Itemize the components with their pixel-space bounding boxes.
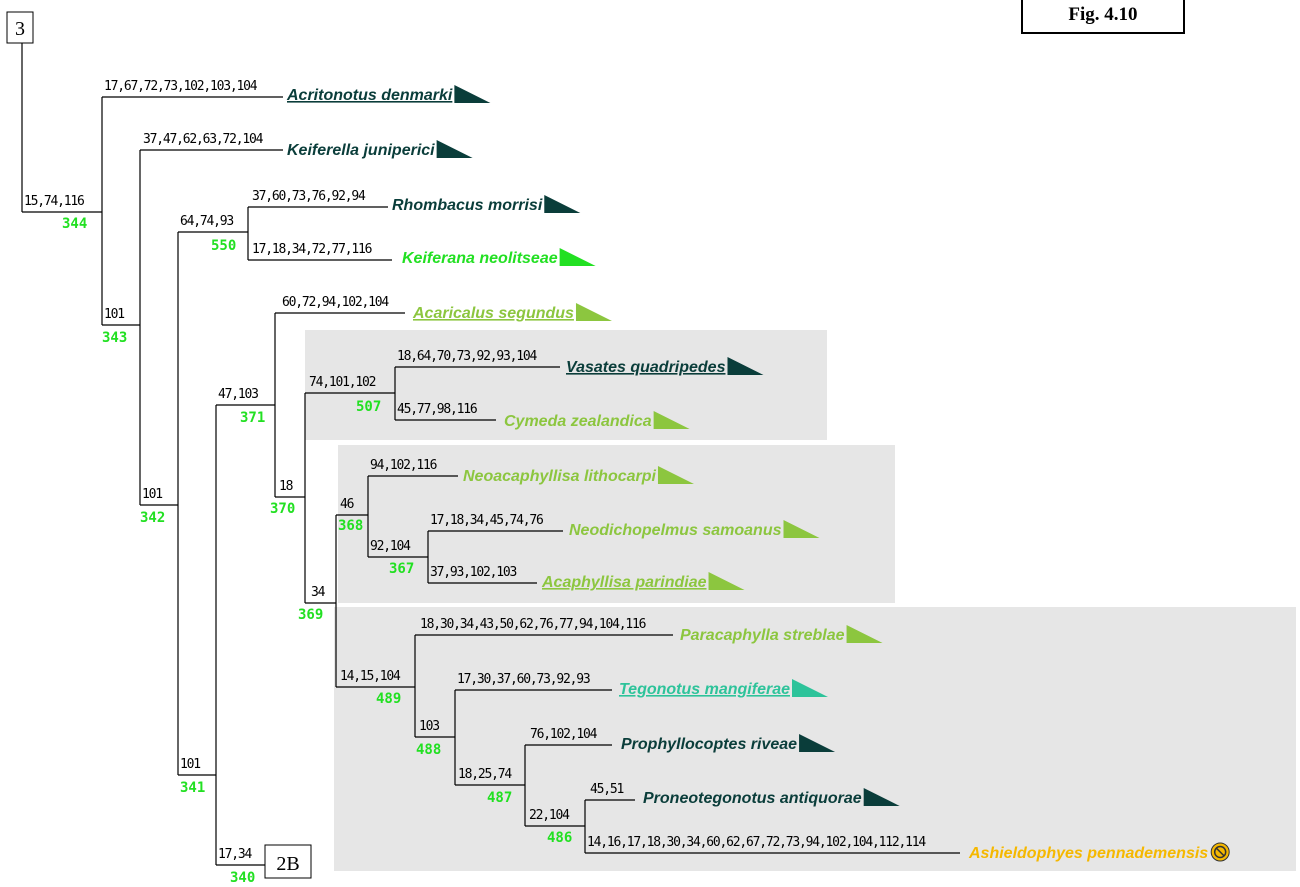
shade-box-vasates-cymeda <box>305 330 827 440</box>
taxon-name-2: Keiferella juniperici <box>287 142 435 159</box>
node-number-n489: 489 <box>376 691 401 707</box>
character-label-n343: 101 <box>104 307 124 322</box>
character-label-n487: 18,25,74 <box>458 767 512 782</box>
character-label-n507: 74,101,102 <box>309 375 376 390</box>
taxon-name-9: Neodichopelmus samoanus <box>569 522 782 539</box>
node-number-n488: 488 <box>416 742 441 758</box>
character-label-n369: 34 <box>311 585 326 600</box>
character-label-acaphyllisa: 37,93,102,103 <box>430 565 517 580</box>
node-number-n368: 368 <box>338 518 363 534</box>
character-label-n489: 14,15,104 <box>340 669 401 684</box>
character-label-acaricalus: 60,72,94,102,104 <box>282 295 389 310</box>
character-label-n344: 15,74,116 <box>24 194 84 209</box>
node-number-n343: 343 <box>102 330 127 346</box>
node-number-n342: 342 <box>140 510 165 526</box>
character-label-paracaphylla: 18,30,34,43,50,62,76,77,94,104,116 <box>420 617 646 632</box>
taxon-name-6: Vasates quadripedes <box>566 359 726 376</box>
character-label-n371: 47,103 <box>218 387 258 402</box>
taxon-name-15: Ashieldophyes pennademensis <box>968 845 1208 862</box>
character-label-keiferana: 17,18,34,72,77,116 <box>252 242 372 257</box>
taxon-name-14: Proneotegonotus antiquorae <box>643 790 862 807</box>
taxon-name-5: Acaricalus segundus <box>412 305 574 322</box>
node-number-n370: 370 <box>270 501 295 517</box>
taxon-name-10: Acaphyllisa parindiae <box>541 574 707 591</box>
tree-label-text: 3 <box>15 18 25 40</box>
outgroup-label: 2B <box>264 844 312 879</box>
character-label-n550: 64,74,93 <box>180 214 233 229</box>
character-label-n370: 18 <box>279 479 293 494</box>
taxon-name-11: Paracaphylla streblae <box>680 627 845 644</box>
taxon-marker-triangle-6 <box>727 357 764 375</box>
figure-label-box <box>1021 0 1185 34</box>
taxon-marker-triangle-8 <box>657 466 694 484</box>
taxon-name-7: Cymeda zealandica <box>504 413 652 430</box>
character-label-tegonotus: 17,30,37,60,73,92,93 <box>457 672 590 687</box>
taxon-name-13: Prophyllocoptes riveae <box>621 736 797 753</box>
no-symbol-icon <box>1210 842 1230 862</box>
taxon-name-12: Tegonotus mangiferae <box>619 681 790 698</box>
taxon-name-8: Neoacaphyllisa lithocarpi <box>463 468 657 485</box>
taxon-marker-triangle-14 <box>863 788 900 806</box>
character-label-acritonotus: 17,67,72,73,102,103,104 <box>104 79 258 94</box>
node-number-n550: 550 <box>211 238 236 254</box>
character-label-n342: 101 <box>142 487 162 502</box>
character-label-n488: 103 <box>419 719 439 734</box>
shade-box-paracaphylla-clade <box>334 607 1296 871</box>
taxon-marker-triangle-11 <box>846 625 883 643</box>
tree-branches <box>21 43 960 866</box>
node-number-n487: 487 <box>487 790 512 806</box>
taxon-marker-triangle-4 <box>559 248 596 266</box>
character-label-proneotegonotus: 45,51 <box>590 782 624 797</box>
node-number-n486: 486 <box>547 830 572 846</box>
taxon-marker-triangle-3 <box>544 195 581 213</box>
character-label-ashieldophyes: 14,16,17,18,30,34,60,62,67,72,73,94,102,… <box>587 835 926 850</box>
taxon-marker-triangle-1 <box>454 85 491 103</box>
taxon-marker-triangle-7 <box>653 411 690 429</box>
clade-shading <box>305 330 1296 871</box>
taxon-marker-triangle-10 <box>708 572 745 590</box>
taxon-marker-triangle-13 <box>799 734 836 752</box>
node-number-n367: 367 <box>389 561 414 577</box>
node-number-n371: 371 <box>240 410 265 426</box>
node-number-n344: 344 <box>62 216 87 232</box>
node-numbers: 344 343 342 550 341 371 340 370 507 369 368 367 489 4… <box>62 216 572 886</box>
node-number-n507: 507 <box>356 399 381 415</box>
figure-label-text: Fig. 4.10 <box>1068 4 1137 25</box>
character-label-cymeda: 45,77,98,116 <box>397 402 477 417</box>
shade-box-neoacaphyllisa-clade <box>338 445 895 603</box>
character-label-n486: 22,104 <box>529 808 570 823</box>
tree-label: 3 <box>6 11 34 44</box>
character-label-n341: 101 <box>180 757 200 772</box>
taxon-name-4: Keiferana neolitseae <box>402 250 558 267</box>
outgroup-label-text: 2B <box>276 853 299 875</box>
outgroup-label-box <box>264 844 312 879</box>
character-label-vasates: 18,64,70,73,92,93,104 <box>397 349 538 364</box>
node-number-n341: 341 <box>180 780 205 796</box>
node-number-n369: 369 <box>298 607 323 623</box>
character-label-n367: 92,104 <box>370 539 411 554</box>
character-label-n368: 46 <box>340 497 354 512</box>
character-label-rhombacus: 37,60,73,76,92,94 <box>252 189 366 204</box>
node-number-n340: 340 <box>230 870 255 886</box>
taxon-marker-triangle-5 <box>575 303 612 321</box>
taxon-marker-triangle-9 <box>783 520 820 538</box>
taxon-name-1: Acritonotus denmarki <box>286 87 453 104</box>
character-labels: 15,74,116 17,67,72,73,102,103,104 101 37,47… <box>24 79 928 862</box>
character-label-n340: 17,34 <box>218 847 253 862</box>
taxon-marker-triangle-12 <box>791 679 828 697</box>
taxon-name-3: Rhombacus morrisi <box>392 197 543 214</box>
character-label-neoacaphyllisa: 94,102,116 <box>370 458 437 473</box>
character-label-prophyllocoptes: 76,102,104 <box>530 727 598 742</box>
character-label-keiferella: 37,47,62,63,72,104 <box>143 132 264 147</box>
character-label-neodichopelmus: 17,18,34,45,74,76 <box>430 513 543 528</box>
taxon-marker-triangle-2 <box>436 140 473 158</box>
figure-label: Fig. 4.10 <box>1021 0 1185 34</box>
tree-label-box <box>6 11 34 44</box>
